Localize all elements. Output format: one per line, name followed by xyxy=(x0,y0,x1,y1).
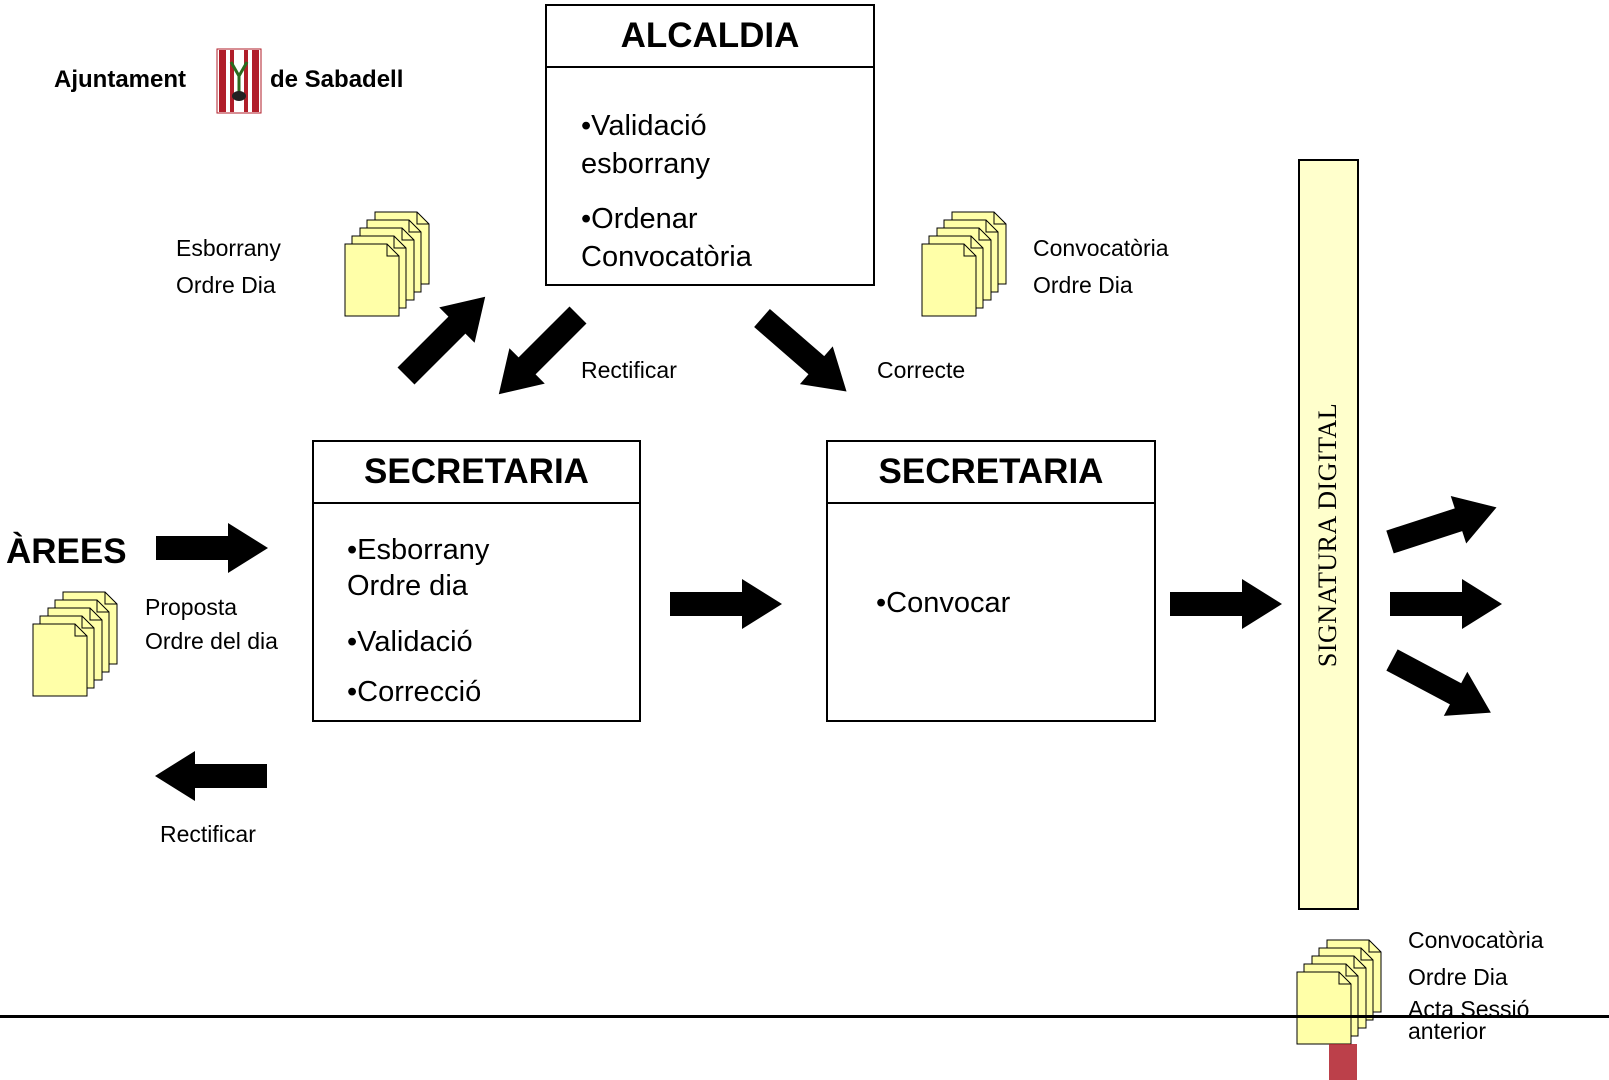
areas-title: ÀREES xyxy=(6,532,127,571)
draft-label: Esborrany xyxy=(176,235,281,261)
secretaria-left-box: SECRETARIA •Esborrany Ordre dia •Validac… xyxy=(312,440,641,722)
secretaria-to-secretaria-arrow xyxy=(670,579,782,629)
areas-to-secretaria-arrow xyxy=(156,523,268,573)
alcaldia-title: ALCALDIA xyxy=(547,6,873,68)
proposal-label: Proposta xyxy=(145,594,238,620)
rectify-top-label: Rectificar xyxy=(581,357,677,383)
alcaldia-box: ALCALDIA •Validació esborrany •Ordenar C… xyxy=(545,4,875,286)
secretaria-left-item: Ordre dia xyxy=(347,570,468,602)
convocation-label: Ordre Dia xyxy=(1033,272,1133,298)
secretaria-right-title: SECRETARIA xyxy=(828,442,1154,504)
secretaria-right-item: •Convocar xyxy=(876,587,1011,619)
convocation-documents-icon xyxy=(922,212,1006,316)
output-arrow-down xyxy=(1380,637,1503,735)
final-docs-label: Convocatòria xyxy=(1408,927,1544,953)
secretaria-to-signature-arrow xyxy=(1170,579,1282,629)
secretaria-right-box: SECRETARIA •Convocar xyxy=(826,440,1156,722)
secretaria-left-item: •Esborrany xyxy=(347,534,490,566)
output-arrow-right xyxy=(1390,579,1502,629)
logo-text-right: de Sabadell xyxy=(270,66,404,93)
secretaria-left-title: SECRETARIA xyxy=(314,442,639,504)
final-docs-label: anterior xyxy=(1408,1018,1486,1044)
rectify-arrow xyxy=(481,297,596,412)
alcaldia-item: Convocatòria xyxy=(581,241,752,273)
alcaldia-item: •Validació xyxy=(581,110,707,142)
alcaldia-item: esborrany xyxy=(581,148,710,180)
coat-of-arms-icon xyxy=(216,48,262,114)
alcaldia-item: •Ordenar xyxy=(581,203,698,235)
proposal-label: Ordre del dia xyxy=(145,628,278,654)
draft-documents-icon xyxy=(345,212,429,316)
final-documents-icon xyxy=(1297,940,1381,1044)
final-docs-label: Ordre Dia xyxy=(1408,964,1508,990)
footer-mark xyxy=(1329,1044,1357,1080)
rectify-bottom-label: Rectificar xyxy=(160,821,256,847)
draft-label: Ordre Dia xyxy=(176,272,276,298)
secretaria-left-item: •Validació xyxy=(347,626,473,658)
logo-text-left: Ajuntament xyxy=(54,66,186,93)
convocation-label: Convocatòria xyxy=(1033,235,1169,261)
secretaria-to-areas-arrow xyxy=(155,751,267,801)
secretaria-left-item: •Correcció xyxy=(347,676,482,708)
proposal-documents-icon xyxy=(33,592,117,696)
correct-label: Correcte xyxy=(877,357,966,383)
bottom-divider xyxy=(0,1015,1609,1018)
signature-bar xyxy=(1298,159,1359,910)
output-arrow-up xyxy=(1382,483,1505,566)
correct-arrow xyxy=(745,299,863,411)
